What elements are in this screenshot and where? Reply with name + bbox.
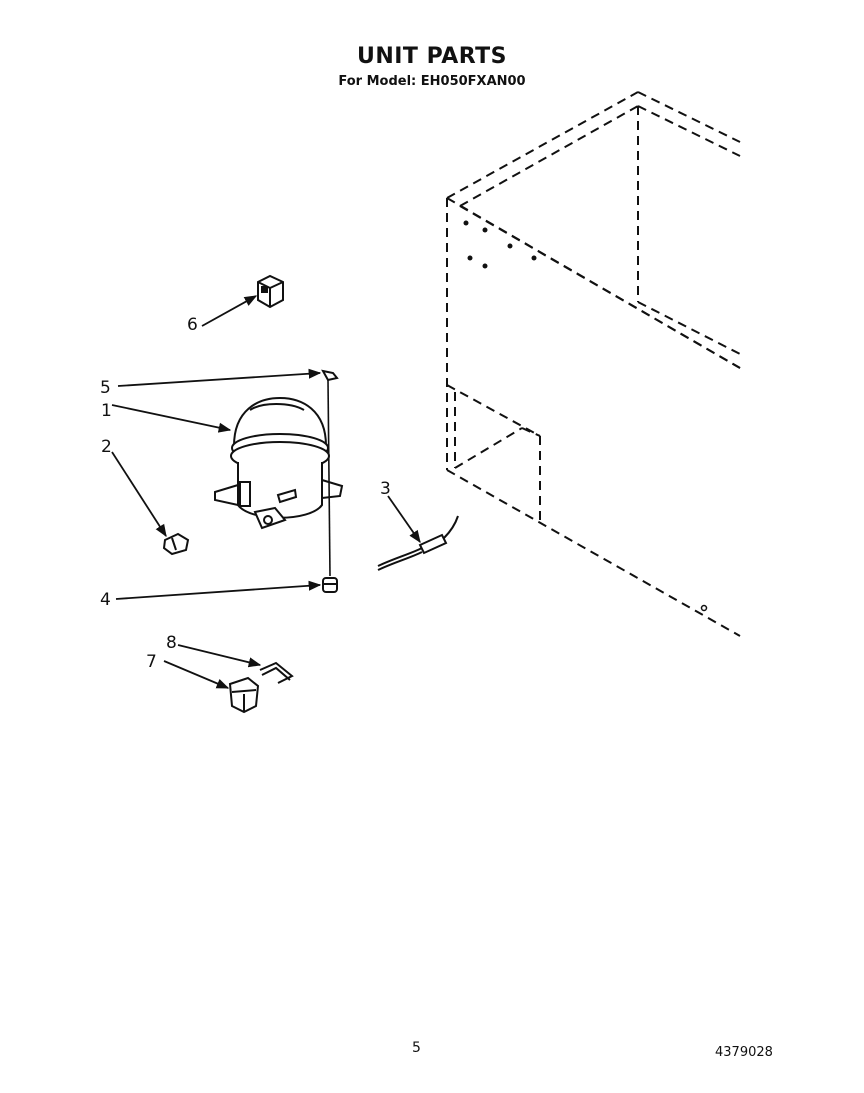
leader-lines bbox=[111, 295, 421, 689]
page-title: UNIT PARTS bbox=[356, 44, 508, 69]
page-number: 5 bbox=[412, 1040, 421, 1056]
part-8-spring-clip bbox=[259, 661, 294, 684]
mount-line bbox=[327, 379, 331, 577]
callout-7: 7 bbox=[146, 652, 157, 672]
callout-8: 8 bbox=[166, 633, 177, 653]
part-5-clip bbox=[321, 369, 339, 382]
callout-1: 1 bbox=[101, 401, 112, 421]
cabinet-outline bbox=[446, 91, 741, 637]
callout-2: 2 bbox=[101, 437, 112, 457]
part-4-grommet bbox=[322, 577, 338, 593]
part-3-cord bbox=[377, 515, 459, 571]
callout-4: 4 bbox=[100, 590, 111, 610]
part-6-relay bbox=[257, 274, 284, 309]
callout-6: 6 bbox=[187, 315, 198, 335]
part-1-compressor bbox=[214, 396, 344, 530]
cabinet-holes bbox=[463, 220, 708, 612]
callout-3: 3 bbox=[380, 479, 391, 499]
document-number: 4379028 bbox=[715, 1045, 773, 1060]
part-7-bracket bbox=[228, 676, 260, 714]
part-2-fastener bbox=[162, 532, 190, 556]
model-subtitle: For Model: EH050FXAN00 bbox=[338, 74, 526, 89]
callout-5: 5 bbox=[100, 378, 111, 398]
